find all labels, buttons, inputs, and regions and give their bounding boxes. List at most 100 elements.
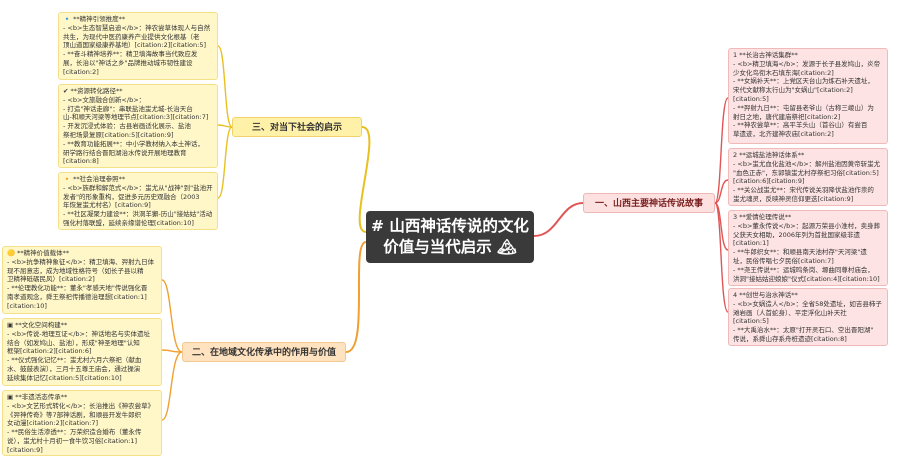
card-line: 4 **创世与治水神话** [733, 291, 798, 299]
card-line: - <b>董永传说</b>：起源万荣县小淮村，卖身葬 [733, 221, 881, 230]
card-line: 共生，为现代中医药康养产业提供文化根基（老 [63, 32, 200, 41]
card-line: 说），蚩尤村十月初一食牛饮习俗[citation:1] [7, 436, 138, 445]
card-line: [citation:10] [7, 301, 47, 310]
card-line: 3 **爱情伦理传说** [733, 213, 792, 221]
card-line: - **伦理教化功能**：董永"孝感天地"传说强化晋 [7, 284, 148, 293]
card-line: 山-和顺天河梁等地理节点[citation:3][citation:7] [63, 113, 209, 122]
card-line: 🔸 **社会治理参照** [63, 175, 126, 183]
card-line: [citation:5] [733, 94, 769, 103]
card-line: - <b>文旅融合创新</b>： [63, 95, 146, 104]
card-line: [citation:1] [733, 239, 769, 248]
link-b3-y3 [217, 126, 233, 199]
card-line: - **关公战蚩尤**：宋代传说关羽降伏盐池作祟的 [733, 186, 874, 195]
link-b2-o2 [161, 349, 183, 353]
card-love-ethics-legends[interactable]: 3 **爱情伦理传说** - <b>董永传说</b>：起源万荣县小淮村，卖身葬 … [728, 210, 888, 286]
link-b3-y2 [217, 124, 233, 128]
card-line: 框架[citation:2][citation:6] [7, 347, 92, 356]
card-line: - **仪式强化记忆**：蚩尤村六月六祭祀（献血 [7, 356, 142, 365]
card-line: - **神农尝草**：高平羊头山（首谷山）有尝百 [733, 121, 868, 130]
card-spiritual-value[interactable]: 🟡 **精神价值载体** - <b>抗争精神象征</b>：精卫填海、羿射九日体 … [2, 246, 162, 314]
card-line: - <b>传说-地理互证</b>：神话地名与实体遗址 [7, 329, 150, 338]
card-line: - **大禹治水**：太原"打开灵石口、空出晋阳湖" [733, 326, 874, 335]
card-living-heritage[interactable]: ▣ **非遗活态传承** - <b>文艺形式转化</b>：长治推出《神农尝草》 … [2, 390, 162, 456]
link-b2-o1 [161, 279, 183, 353]
card-line: [citation:9] [7, 445, 43, 454]
card-line: 🔹 **精神引领推度** [63, 15, 126, 23]
link-center-b2 [345, 241, 367, 353]
card-line: 宋代文献称太行山为"女娲山"[citation:2] [733, 86, 853, 95]
branch-social-insights[interactable]: 三、对当下社会的启示 [232, 117, 362, 137]
card-line: - 打造"神话走廊"：串联盐池蚩尤城-长治天台 [63, 104, 193, 113]
card-spiritual-guidance[interactable]: 🔹 **精神引领推度** - <b>生态智慧启迪</b>：神农尝草体现人与自然 … [58, 12, 218, 80]
card-line: [citation:5] [733, 317, 769, 326]
card-line: 展，长治以"神话之乡"品牌推动城市韧性建设 [63, 58, 193, 67]
card-line: 址，民俗传唱七夕民俗[citation:7] [733, 256, 834, 265]
card-line: 洪洞"接姑姑迎娘娘"仪式[citation:4][citation:10] [733, 274, 880, 283]
card-line: - <b>蚩尤血化盐池</b>：解州盐池因黄帝斩蚩尤 [733, 159, 881, 168]
central-topic-line1: # 山西神话传说的文化 [371, 217, 529, 235]
link-b1-r2 [714, 179, 729, 204]
card-line: 射日之地，唐代建庙祭祀[citation:2] [733, 112, 841, 121]
card-line: 研学路行结合晋阳湖治水传说开展地理教育 [63, 148, 187, 157]
card-line: 结合（如发鸠山、盐池），形成"神圣地理"认知 [7, 338, 140, 347]
card-line: ✔ **资源转化路径** [63, 87, 123, 95]
card-line: - <b>抗争精神象征</b>：精卫填海、羿射九日体 [7, 257, 155, 266]
card-line: - **社区凝聚力建设**：洪洞羊獬-历山"接姑姑"活动 [63, 210, 213, 219]
central-topic-line2: 价值与当代启示 🏔 [383, 238, 517, 256]
card-line: 女动漫[citation:2][citation:7] [7, 419, 99, 428]
card-line: - <b>精卫填海</b>：发源于长子县发鸠山，炎帝 [733, 59, 881, 68]
card-line: - **教育功能拓展**：中小学教材纳入本土神话， [63, 139, 204, 148]
card-line: 强化村落联盟，延续亲缘谱伦理[citation:10] [63, 218, 194, 227]
branch-regional-value[interactable]: 二、在地域文化传承中的作用与价值 [182, 342, 346, 362]
card-line: 水、鼓鼓表演），三月十五尊王庙会，通过操演 [7, 364, 141, 373]
central-topic[interactable]: # 山西神话传说的文化 价值与当代启示 🏔 [366, 211, 534, 263]
card-line: [citation:6][citation:9] [733, 177, 805, 186]
card-creation-flood-myths[interactable]: 4 **创世与治水神话** - <b>女娲造人</b>：全省58处遗址，如吉县柿… [728, 288, 888, 346]
link-center-b1 [533, 202, 584, 237]
card-line: - <b>族群和解范式</b>：蚩尤从"战神"到"盐池开 [63, 183, 213, 192]
card-line: - 开发沉浸式体验：古县岩画适化展示、盐池 [63, 122, 191, 131]
link-b1-r1 [714, 97, 729, 204]
card-changzhi-myths[interactable]: 1 **长治古神话集群** - <b>精卫填海</b>：发源于长子县发鸠山，炎帝… [728, 48, 888, 144]
link-center-b3 [358, 126, 371, 233]
card-line: 草遗迹，北齐建神农庙[citation:2] [733, 130, 834, 139]
card-line: ▣ **文化空间构建** [7, 321, 68, 329]
card-line: 现不屈意志，成为地域性格符号（如长子县以精 [7, 266, 144, 275]
card-line: [citation:8] [63, 157, 99, 166]
card-line: 传说，系舜山存系舟桩遗迹[citation:8] [733, 334, 847, 343]
card-line: 祭祀场景复原[citation:5][citation:9] [63, 130, 174, 139]
card-line: - **尧王传说**：运城鸣条岗、塬曲同尊村庙会， [733, 265, 874, 274]
card-cultural-space[interactable]: ▣ **文化空间构建** - <b>传说-地理互证</b>：神话地名与实体遗址 … [2, 318, 162, 386]
card-line: 1 **长治古神话集群** [733, 51, 798, 59]
link-b1-r4 [714, 202, 729, 313]
card-line: - **牛郎织女**：和顺县南天池村存"天河梁"遗 [733, 248, 867, 257]
card-line: 《羿神传奇》等7部神话剧，和顺县开发牛郎织 [7, 410, 142, 419]
card-line: 2 **运城盐池神话体系** [733, 151, 805, 159]
link-b2-o3 [161, 351, 183, 421]
card-line: - **女娲补天**：上党区天台山为炼石补天遗址， [733, 77, 874, 86]
card-line: - <b>女娲造人</b>：全省58处遗址，如吉县柿子 [733, 299, 882, 308]
card-line: 滩岩画（人首蛇身）、平定浮化山补天社 [733, 308, 847, 317]
card-line: 顶山道国家级康养基地）[citation:2][citation:5] [63, 41, 207, 50]
card-line: 年恢复蚩尤村名）[citation:9] [63, 201, 151, 210]
card-resource-transformation[interactable]: ✔ **资源转化路径** - <b>文旅融合创新</b>： - 打造"神话走廊"… [58, 84, 218, 168]
card-line: - **奋斗精神培养**：精卫填海故事当代致应发 [63, 50, 198, 59]
card-line: - <b>文艺形式转化</b>：长治推出《神农尝草》 [7, 401, 155, 410]
card-line: 蚩尤魂灵，反映神灵信仰更迭[citation:9] [733, 194, 854, 203]
card-line: - **民俗生活渗透**：万荣织造合婚布（董永传 [7, 428, 142, 437]
card-line: 南孝道观念，舜王祭祀传播德治理想[citation:1] [7, 292, 147, 301]
card-line: - <b>生态智慧启迪</b>：神农尝草体现人与自然 [63, 23, 211, 32]
card-line: 发者"的形象重构，促进多元历史观融合（2003 [63, 192, 200, 201]
card-line: 🟡 **精神价值载体** [7, 249, 70, 257]
card-line: ▣ **非遗活态传承** [7, 393, 68, 401]
card-social-governance[interactable]: 🔸 **社会治理参照** - <b>族群和解范式</b>：蚩尤从"战神"到"盐池… [58, 172, 218, 230]
card-line: 少女化鸟衔木石填东海[citation:2] [733, 68, 834, 77]
card-line: "血色正赤"，东郭镇蚩尤村存祭祀习俗[citation:5] [733, 168, 879, 177]
link-b3-y1 [217, 45, 233, 128]
card-line: [citation:2] [63, 67, 99, 76]
card-line: - **羿射九日**：屯留县老爷山（古称三嵕山）为 [733, 103, 874, 112]
card-yuncheng-salt-lake[interactable]: 2 **运城盐池神话体系** - <b>蚩尤血化盐池</b>：解州盐池因黄帝斩蚩… [728, 148, 888, 206]
branch-myth-stories[interactable]: 一、山西主要神话传说故事 [583, 193, 715, 213]
card-line: 父获天女相助，2006年列为首批国家级非遗 [733, 230, 861, 239]
